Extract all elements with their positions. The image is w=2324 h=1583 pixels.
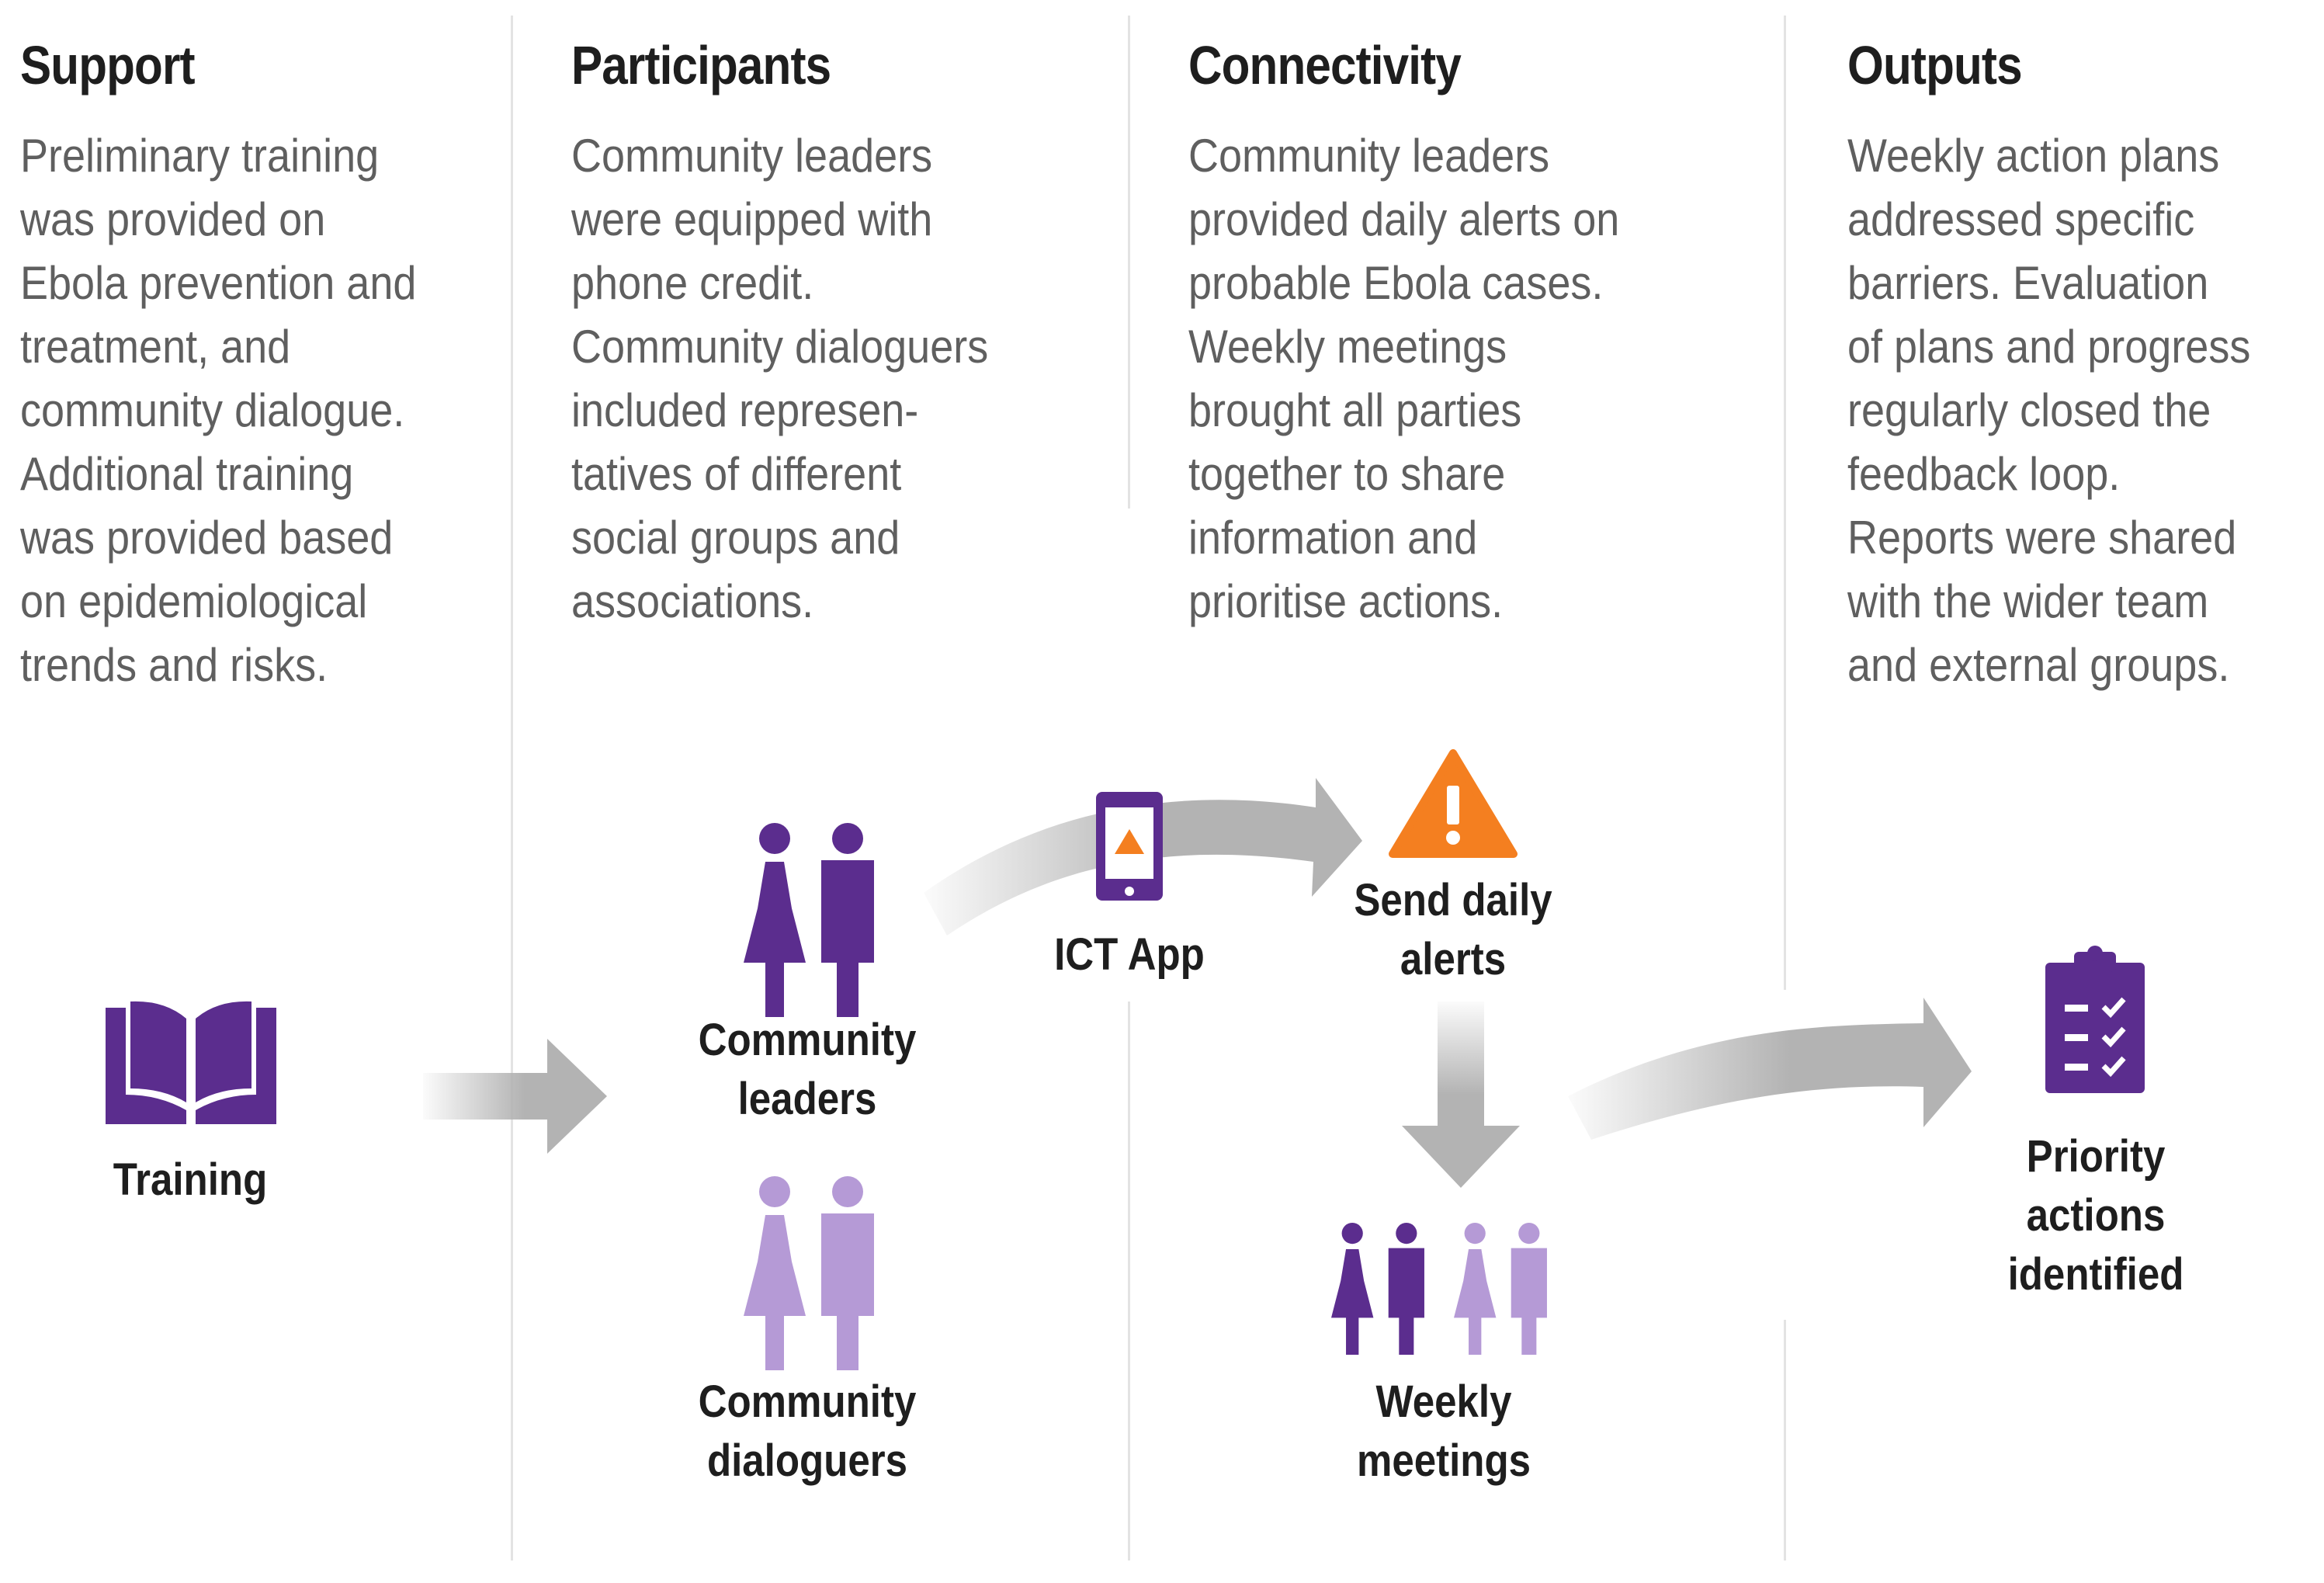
column-divider (1784, 1320, 1786, 1560)
priority-actions-label: Priority actions identified (2007, 1131, 2184, 1300)
outputs-description: Weekly action plans addressed specific b… (1847, 130, 2251, 691)
open-book-icon (106, 1001, 276, 1124)
participants-description: Community leaders were equipped with pho… (571, 130, 989, 627)
connectivity-heading: Connectivity (1188, 35, 1462, 95)
column-divider (1128, 1002, 1130, 1560)
arrow-alerts-to-meetings (1402, 1002, 1520, 1188)
column-divider (1128, 16, 1130, 509)
send-daily-alerts-label: Send daily alerts (1354, 875, 1552, 984)
mobile-phone-icon (1096, 792, 1163, 901)
support-description: Preliminary training was provided on Ebo… (20, 130, 417, 691)
arrow-meetings-to-priority (1568, 998, 1972, 1140)
warning-triangle-icon (1389, 749, 1518, 858)
column-divider (1784, 16, 1786, 990)
training-label: Training (113, 1154, 268, 1205)
connectivity-description: Community leaders provided daily alerts … (1188, 130, 1620, 627)
people-pair-dark-icon (744, 823, 874, 1017)
column-divider (511, 16, 513, 1560)
group-meeting-icon (1331, 1223, 1547, 1355)
ict-app-label: ICT App (1054, 929, 1205, 980)
participants-heading: Participants (571, 35, 831, 95)
outputs-heading: Outputs (1847, 35, 2023, 95)
weekly-meetings-label: Weekly meetings (1356, 1376, 1531, 1486)
support-heading: Support (20, 35, 196, 95)
clipboard-checklist-icon (2045, 946, 2145, 1093)
people-pair-light-icon (744, 1176, 874, 1370)
community-dialoguers-label: Community dialoguers (698, 1376, 917, 1486)
community-leaders-label: Community leaders (698, 1015, 917, 1124)
arrow-training-to-participants (423, 1039, 607, 1154)
